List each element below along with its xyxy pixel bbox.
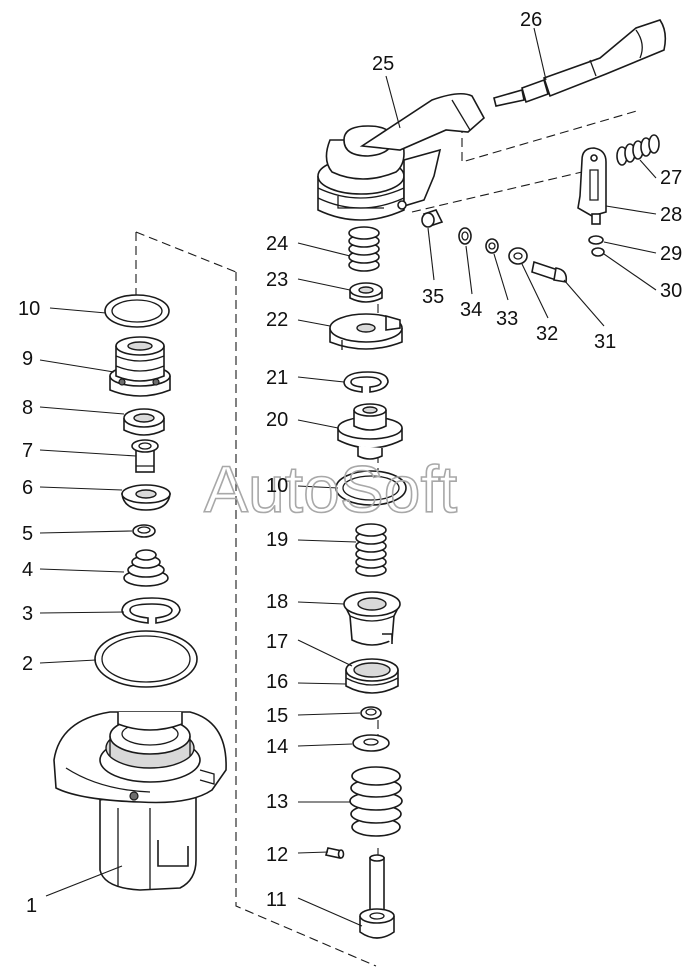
part-2-o-ring [94,630,198,688]
label-16: 16 [266,671,288,693]
label-35: 35 [422,286,444,308]
label-4: 4 [22,559,33,581]
part-28-bracket [577,147,607,225]
label-10-lower: 10 [266,475,288,497]
label-1: 1 [26,895,37,917]
part-4-conical-spring [123,549,169,587]
label-13: 13 [266,791,288,813]
part-23-bushing [349,282,383,303]
label-21: 21 [266,367,288,389]
part-15-small-ring [360,706,382,720]
label-34: 34 [460,299,482,321]
label-10-upper: 10 [18,298,40,320]
label-11: 11 [266,889,287,911]
part-8-bushing [123,408,165,436]
watermark-text: AutoSoft [204,452,457,526]
label-19: 19 [266,529,288,551]
part-22-cam-plate [329,313,403,350]
part-6-cone-seat [121,484,171,511]
label-5: 5 [22,523,33,545]
part-18-guide-sleeve [343,591,401,646]
label-14: 14 [266,736,288,758]
label-15: 15 [266,705,288,727]
label-7: 7 [22,440,33,462]
part-13-main-spring [349,766,403,837]
label-29: 29 [660,243,682,265]
label-8: 8 [22,397,33,419]
part-3-snap-ring [121,597,181,624]
label-17: 17 [266,631,288,653]
part-16-17-seal-pack [345,658,399,694]
part-19-spring [355,523,387,577]
leader-lines [39,27,657,927]
part-27-spring [616,134,660,166]
part-number-labels: 1 2 3 4 5 6 7 8 9 10 11 12 13 14 15 16 1… [18,9,682,917]
part-20-spring-seat [337,403,403,460]
label-32: 32 [536,323,558,345]
part-1-housing [53,711,227,891]
part-21-retaining-clip [343,371,389,393]
part-10-washer-upper [104,294,170,328]
label-2: 2 [22,653,33,675]
part-12-pin [324,847,345,859]
label-33: 33 [496,308,518,330]
label-30: 30 [660,280,682,302]
part-5-small-ring [132,524,156,538]
label-18: 18 [266,591,288,613]
part-25-lever-housing [317,92,486,221]
part-9-valve-body [109,336,171,397]
label-9: 9 [22,348,33,370]
part-29-30-washers [588,235,605,257]
part-26-handle [493,19,667,107]
label-24: 24 [266,233,288,255]
part-24-spring [348,226,380,272]
label-6: 6 [22,477,33,499]
part-31-to-35-pivot-set [421,209,568,283]
label-20: 20 [266,409,288,431]
label-3: 3 [22,603,33,625]
label-26: 26 [520,9,542,31]
label-27: 27 [660,167,682,189]
label-23: 23 [266,269,288,291]
alignment-dashed-lines [135,109,641,967]
label-22: 22 [266,309,288,331]
label-28: 28 [660,204,682,226]
part-7-plunger [131,439,159,473]
part-14-washer [352,734,390,752]
label-12: 12 [266,844,288,866]
label-25: 25 [372,53,394,75]
part-11-valve-stem [359,854,395,939]
label-31: 31 [594,331,616,353]
